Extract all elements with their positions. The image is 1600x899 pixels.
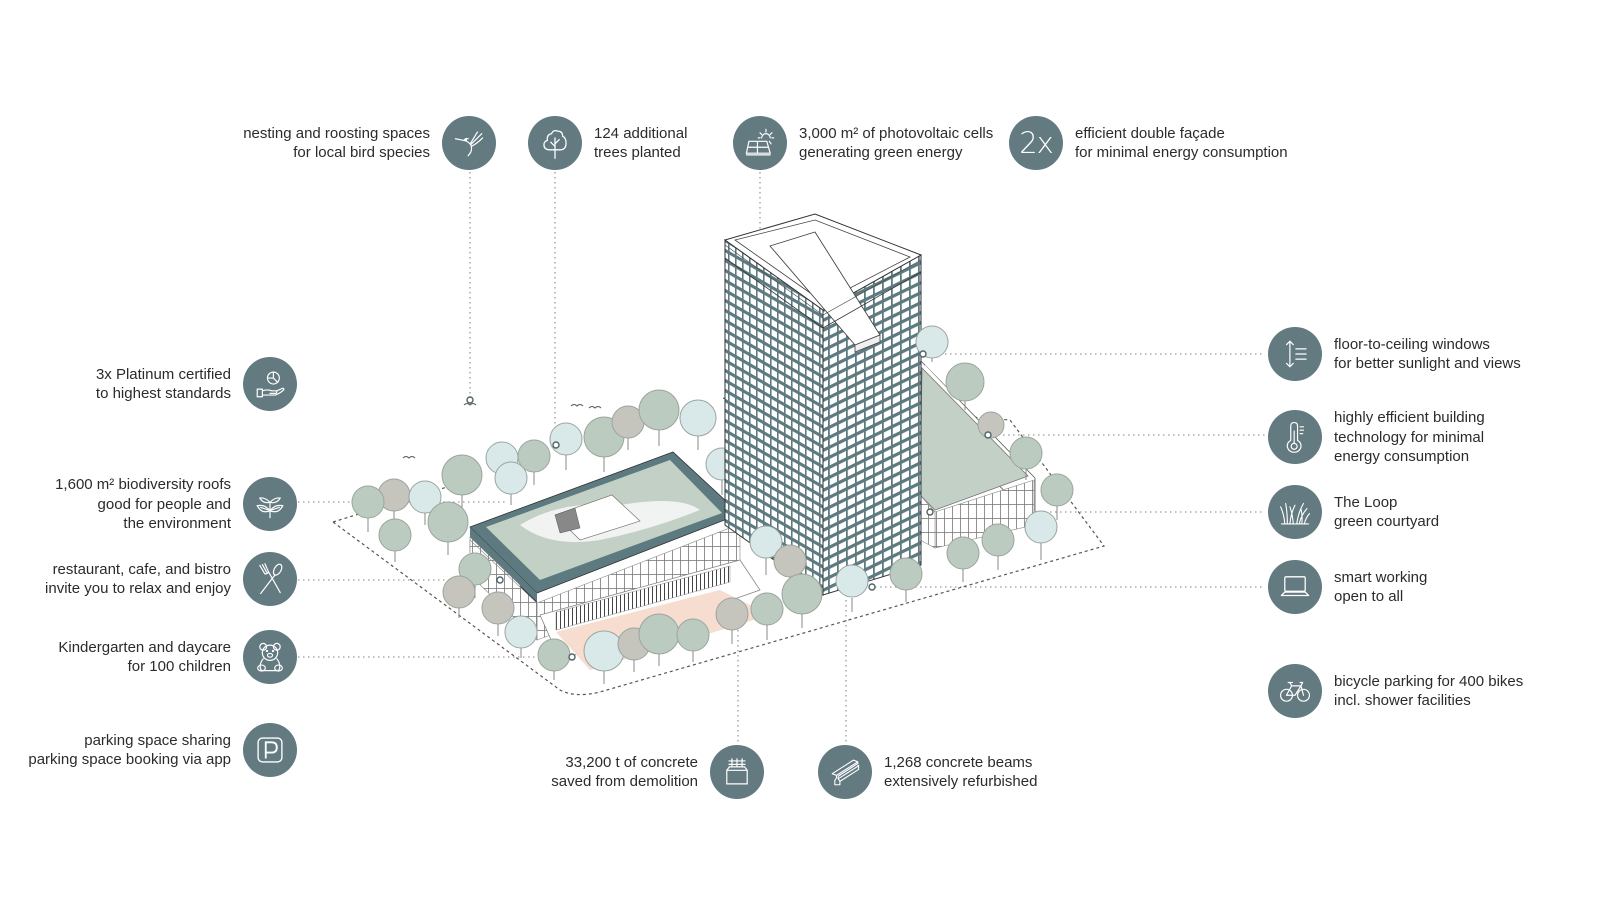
label-line: 3x Platinum certified bbox=[95, 365, 231, 383]
bicycle-icon bbox=[1268, 664, 1322, 718]
feature-kindergarten: Kindergarten and daycare for 100 childre… bbox=[58, 630, 297, 684]
feature-parking-label: parking space sharing parking space book… bbox=[28, 731, 231, 770]
feature-roofs-label: 1,600 m² biodiversity roofs good for peo… bbox=[55, 475, 231, 534]
feature-birds-label: nesting and roosting spaces for local bi… bbox=[243, 124, 430, 163]
label-line: efficient double façade bbox=[1075, 124, 1225, 142]
label-line: 1,600 m² biodiversity roofs bbox=[55, 476, 231, 493]
feature-loop: The Loop green courtyard bbox=[1268, 485, 1439, 539]
feature-restaurant: restaurant, cafe, and bistro invite you … bbox=[45, 552, 297, 606]
concrete-block-icon bbox=[710, 745, 764, 799]
label-line: nesting and roosting spaces bbox=[243, 124, 430, 142]
feature-beams-label: 1,268 concrete beams extensively refurbi… bbox=[884, 753, 1037, 792]
feature-bicycle: bicycle parking for 400 bikes incl. show… bbox=[1268, 664, 1523, 718]
feature-technology-label: highly efficient building technology for… bbox=[1334, 408, 1485, 467]
thermometer-icon bbox=[1268, 410, 1322, 465]
badge-text: 2x bbox=[1019, 126, 1054, 160]
feature-trees: 124 additional trees planted bbox=[528, 116, 687, 170]
label-line: highly efficient building bbox=[1334, 409, 1485, 426]
feature-birds: nesting and roosting spaces for local bi… bbox=[243, 116, 496, 170]
label-line: extensively refurbished bbox=[884, 773, 1038, 790]
label-line: smart working bbox=[1334, 568, 1428, 586]
parking-icon bbox=[243, 723, 297, 777]
feature-bicycle-label: bicycle parking for 400 bikes incl. show… bbox=[1334, 672, 1523, 711]
label-line: floor-to-ceiling windows bbox=[1334, 335, 1490, 353]
label-line: trees planted bbox=[594, 144, 681, 161]
label-line: incl. shower facilities bbox=[1334, 692, 1471, 709]
feature-roofs: 1,600 m² biodiversity roofs good for peo… bbox=[55, 475, 297, 534]
label-line: The Loop bbox=[1334, 493, 1398, 511]
label-line: 1,268 concrete beams bbox=[884, 753, 1033, 771]
label-line: 33,200 t of concrete bbox=[565, 753, 698, 771]
feature-solar: 3,000 m² of photovoltaic cells generatin… bbox=[733, 116, 993, 170]
label-line: energy consumption bbox=[1334, 448, 1470, 465]
feature-windows: floor-to-ceiling windows for better sunl… bbox=[1268, 327, 1521, 381]
2x-badge: 2x bbox=[1009, 116, 1063, 170]
label-line: for minimal energy consumption bbox=[1075, 144, 1288, 161]
laptop-icon bbox=[1268, 560, 1322, 614]
certificate-hand-icon bbox=[243, 357, 297, 411]
label-line: saved from demolition bbox=[551, 773, 698, 790]
floor-ceiling-icon bbox=[1268, 327, 1322, 381]
feature-trees-label: 124 additional trees planted bbox=[594, 124, 687, 163]
label-line: green courtyard bbox=[1334, 513, 1440, 530]
feature-smart-working-label: smart working open to all bbox=[1334, 568, 1427, 607]
label-line: technology for minimal bbox=[1334, 428, 1485, 446]
feature-concrete: 33,200 t of concrete saved from demoliti… bbox=[551, 745, 764, 799]
label-line: open to all bbox=[1334, 588, 1404, 605]
teddy-bear-icon bbox=[243, 630, 297, 684]
label-line: generating green energy bbox=[799, 144, 963, 161]
fork-spoon-icon bbox=[243, 552, 297, 606]
grass-icon bbox=[1268, 485, 1322, 539]
tree-icon bbox=[528, 116, 582, 170]
label-line: Kindergarten and daycare bbox=[58, 638, 231, 656]
feature-parking: parking space sharing parking space book… bbox=[28, 723, 297, 777]
hummingbird-icon bbox=[442, 116, 496, 170]
label-line: restaurant, cafe, and bistro bbox=[52, 560, 231, 578]
feature-restaurant-label: restaurant, cafe, and bistro invite you … bbox=[45, 560, 231, 599]
label-line: parking space sharing bbox=[84, 731, 231, 749]
label-line: for 100 children bbox=[127, 658, 231, 675]
label-line: to highest standards bbox=[95, 385, 231, 402]
feature-platinum: 3x Platinum certified to highest standar… bbox=[96, 357, 297, 411]
feature-concrete-label: 33,200 t of concrete saved from demoliti… bbox=[551, 753, 698, 792]
label-line: 3,000 m² of photovoltaic cells bbox=[799, 124, 994, 142]
sprout-icon bbox=[243, 477, 297, 532]
label-line: for better sunlight and views bbox=[1334, 355, 1521, 372]
label-line: bicycle parking for 400 bikes bbox=[1334, 672, 1524, 690]
label-line: the environment bbox=[123, 515, 231, 532]
label-line: good for people and bbox=[97, 495, 231, 513]
label-line: 124 additional bbox=[594, 124, 688, 142]
feature-platinum-label: 3x Platinum certified to highest standar… bbox=[96, 365, 231, 404]
label-line: for local bird species bbox=[293, 144, 430, 161]
feature-facade-label: efficient double façade for minimal ener… bbox=[1075, 124, 1288, 163]
feature-windows-label: floor-to-ceiling windows for better sunl… bbox=[1334, 335, 1521, 374]
solar-panel-icon bbox=[733, 116, 787, 170]
feature-loop-label: The Loop green courtyard bbox=[1334, 493, 1439, 532]
feature-facade: 2x efficient double façade for minimal e… bbox=[1009, 116, 1288, 170]
feature-solar-label: 3,000 m² of photovoltaic cells generatin… bbox=[799, 124, 993, 163]
concrete-beam-icon bbox=[818, 745, 872, 799]
feature-kindergarten-label: Kindergarten and daycare for 100 childre… bbox=[58, 638, 231, 677]
feature-smart-working: smart working open to all bbox=[1268, 560, 1427, 614]
feature-beams: 1,268 concrete beams extensively refurbi… bbox=[818, 745, 1037, 799]
feature-technology: highly efficient building technology for… bbox=[1268, 408, 1485, 467]
label-line: parking space booking via app bbox=[28, 751, 231, 768]
label-line: invite you to relax and enjoy bbox=[45, 580, 231, 597]
